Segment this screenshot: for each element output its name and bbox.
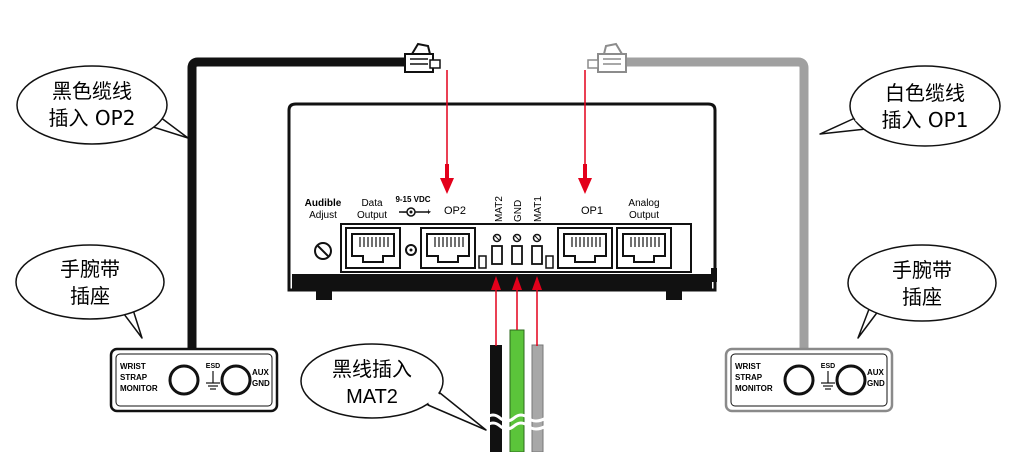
svg-text:手腕带: 手腕带 [60, 257, 120, 281]
svg-text:−: − [402, 208, 407, 217]
svg-text:ESD: ESD [821, 363, 835, 370]
audible-adjust-label-2: Adjust [309, 210, 337, 221]
dc-polarity-icon: − + [399, 207, 431, 217]
svg-text:黑色缆线: 黑色缆线 [52, 79, 132, 103]
svg-text:插入 OP2: 插入 OP2 [49, 106, 136, 130]
small-connector [478, 255, 487, 269]
power-jack[interactable] [405, 244, 417, 256]
op1-jack[interactable] [557, 227, 613, 269]
gnd-terminal[interactable] [511, 233, 523, 265]
mat2-terminal[interactable] [491, 233, 503, 265]
left-monitor-box: WRIST STRAP MONITOR ESD AUX GND [109, 347, 279, 413]
svg-text:插座: 插座 [70, 284, 110, 308]
svg-text:GND: GND [252, 379, 270, 388]
analog-output-label-2: Output [629, 210, 659, 221]
callout-black-cable: 黑色缆线 插入 OP2 [16, 65, 189, 145]
svg-text:MONITOR: MONITOR [120, 384, 158, 393]
gnd-arrow [512, 276, 522, 330]
op2-jack[interactable] [420, 227, 476, 269]
audible-adjust-knob-icon[interactable] [314, 242, 332, 260]
callout-white-cable: 白色缆线 插入 OP1 [819, 65, 1001, 147]
power-label: 9-15 VDC [395, 195, 430, 204]
black-wire [490, 345, 502, 452]
op2-label: OP2 [444, 205, 466, 217]
analog-output-label: Analog [628, 198, 659, 209]
svg-text:白色缆线: 白色缆线 [885, 81, 965, 105]
right-aux-jack-icon[interactable] [835, 364, 867, 396]
green-wire [509, 329, 525, 452]
black-cable [187, 57, 420, 348]
mat1-terminal[interactable] [531, 233, 543, 265]
svg-text:GND: GND [867, 379, 885, 388]
callout-right-socket: 手腕带 插座 [847, 244, 997, 339]
small-connector-2 [545, 255, 554, 269]
op1-arrow [578, 70, 592, 194]
mat2-arrow [491, 276, 501, 346]
callout-left-socket: 手腕带 插座 [15, 244, 165, 339]
right-monitor-box: WRIST STRAP MONITOR ESD AUX GND [724, 347, 894, 413]
svg-text:STRAP: STRAP [735, 373, 763, 382]
op2-arrow [440, 70, 454, 194]
data-output-jack[interactable] [345, 227, 401, 269]
callout-black-wire: 黑线插入 MAT2 [300, 343, 487, 431]
op1-label: OP1 [581, 205, 603, 217]
svg-text:插座: 插座 [902, 285, 942, 309]
audible-adjust-label: Audible [305, 198, 342, 209]
svg-text:STRAP: STRAP [120, 373, 148, 382]
wire-break-marks [485, 413, 547, 431]
white-cable [612, 57, 809, 348]
svg-text:ESD: ESD [206, 363, 220, 370]
right-ground-icon [821, 371, 835, 390]
svg-text:插入 OP1: 插入 OP1 [882, 108, 969, 132]
analog-output-jack[interactable] [616, 227, 672, 269]
black-cable-plug-icon [404, 42, 441, 73]
gnd-label: GND [513, 200, 524, 222]
svg-text:+: + [426, 207, 431, 217]
left-ground-icon [206, 371, 220, 390]
mat1-arrow [532, 276, 542, 346]
left-aux-jack-icon[interactable] [220, 364, 252, 396]
data-output-label-2: Output [357, 210, 387, 221]
gray-wire [531, 344, 544, 452]
mat1-label: MAT1 [533, 196, 544, 222]
data-output-label: Data [361, 198, 383, 209]
svg-text:黑线插入: 黑线插入 [332, 357, 412, 381]
svg-text:WRIST: WRIST [120, 362, 146, 371]
white-cable-plug-icon [587, 42, 627, 73]
svg-text:手腕带: 手腕带 [892, 258, 952, 282]
svg-text:AUX: AUX [252, 368, 270, 377]
svg-text:MAT2: MAT2 [346, 386, 398, 408]
svg-text:AUX: AUX [867, 368, 885, 377]
right-wrist-jack-icon[interactable] [783, 364, 815, 396]
left-wrist-jack-icon[interactable] [168, 364, 200, 396]
mat2-label: MAT2 [494, 196, 505, 222]
svg-text:WRIST: WRIST [735, 362, 761, 371]
svg-text:MONITOR: MONITOR [735, 384, 773, 393]
